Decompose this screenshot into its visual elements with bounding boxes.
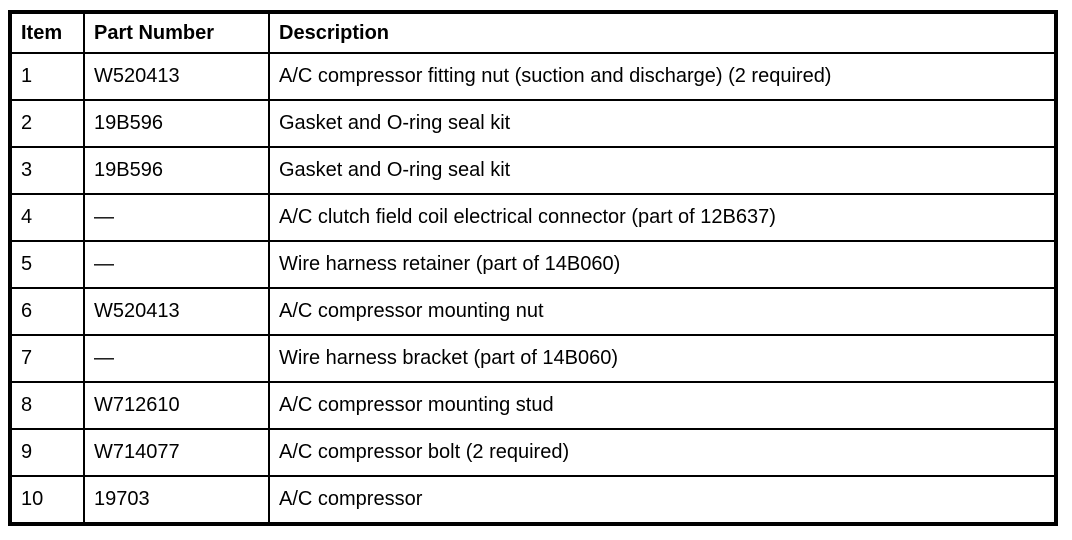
table-row: 5 — Wire harness retainer (part of 14B06… — [9, 240, 1057, 289]
item-cell: 2 — [9, 99, 85, 148]
description-cell: A/C compressor mounting nut — [268, 287, 1057, 336]
table-row: 9 W714077 A/C compressor bolt (2 require… — [9, 428, 1057, 477]
table-row: 2 19B596 Gasket and O-ring seal kit — [9, 99, 1057, 148]
description-cell: A/C clutch field coil electrical connect… — [268, 193, 1057, 242]
table-row: 10 19703 A/C compressor — [9, 475, 1057, 525]
part-number-cell: W520413 — [83, 52, 270, 101]
parts-table: Item Part Number Description 1 W520413 A… — [8, 10, 1058, 526]
part-number-cell: W520413 — [83, 287, 270, 336]
item-cell: 3 — [9, 146, 85, 195]
part-number-cell: W712610 — [83, 381, 270, 430]
description-cell: A/C compressor mounting stud — [268, 381, 1057, 430]
item-cell: 9 — [9, 428, 85, 477]
table-row: 6 W520413 A/C compressor mounting nut — [9, 287, 1057, 336]
description-cell: A/C compressor bolt (2 required) — [268, 428, 1057, 477]
description-cell: Gasket and O-ring seal kit — [268, 99, 1057, 148]
table-row: 1 W520413 A/C compressor fitting nut (su… — [9, 52, 1057, 101]
description-cell: Gasket and O-ring seal kit — [268, 146, 1057, 195]
item-cell: 7 — [9, 334, 85, 383]
column-header-description: Description — [268, 11, 1057, 54]
item-cell: 4 — [9, 193, 85, 242]
item-cell: 10 — [9, 475, 85, 525]
column-header-item: Item — [9, 11, 85, 54]
item-cell: 5 — [9, 240, 85, 289]
part-number-cell: 19B596 — [83, 99, 270, 148]
item-cell: 1 — [9, 52, 85, 101]
table-header-row: Item Part Number Description — [9, 11, 1057, 54]
part-number-cell: — — [83, 193, 270, 242]
part-number-cell: — — [83, 240, 270, 289]
table-row: 8 W712610 A/C compressor mounting stud — [9, 381, 1057, 430]
description-cell: Wire harness retainer (part of 14B060) — [268, 240, 1057, 289]
part-number-cell: 19B596 — [83, 146, 270, 195]
item-cell: 8 — [9, 381, 85, 430]
item-cell: 6 — [9, 287, 85, 336]
part-number-cell: 19703 — [83, 475, 270, 525]
table-row: 4 — A/C clutch field coil electrical con… — [9, 193, 1057, 242]
table-row: 7 — Wire harness bracket (part of 14B060… — [9, 334, 1057, 383]
description-cell: A/C compressor fitting nut (suction and … — [268, 52, 1057, 101]
description-cell: A/C compressor — [268, 475, 1057, 525]
table-row: 3 19B596 Gasket and O-ring seal kit — [9, 146, 1057, 195]
part-number-cell: W714077 — [83, 428, 270, 477]
part-number-cell: — — [83, 334, 270, 383]
column-header-part-number: Part Number — [83, 11, 270, 54]
description-cell: Wire harness bracket (part of 14B060) — [268, 334, 1057, 383]
